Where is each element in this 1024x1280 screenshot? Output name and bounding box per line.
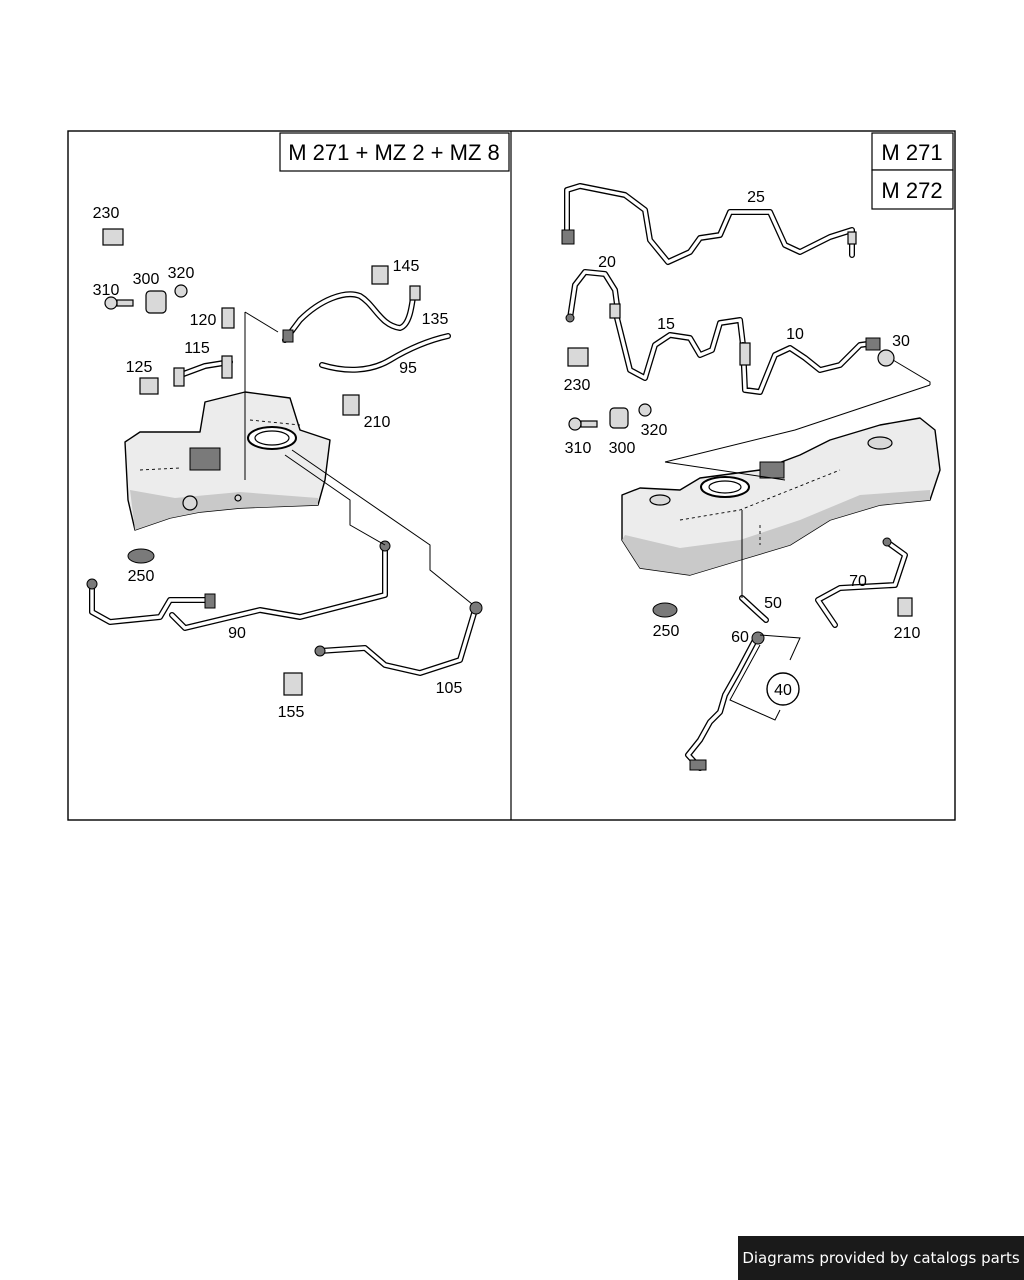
diagram-frame xyxy=(67,130,956,821)
left-small-parts xyxy=(86,228,483,696)
left-leader-lines xyxy=(244,311,473,605)
right-panel: M 271 M 272 xyxy=(561,132,954,771)
callout-210-right: 210 xyxy=(894,625,921,642)
right-callouts: 25 20 15 10 30 230 310 300 320 250 50 60… xyxy=(564,189,921,646)
left-callouts: 230 310 300 320 120 115 125 145 135 95 2… xyxy=(93,205,463,721)
callout-60: 60 xyxy=(731,629,749,646)
left-panel: M 271 + MZ 2 + MZ 8 xyxy=(86,132,510,721)
callout-70: 70 xyxy=(849,573,867,590)
callout-25: 25 xyxy=(747,189,765,206)
callout-50: 50 xyxy=(764,595,782,612)
callout-105: 105 xyxy=(436,680,463,697)
callout-320: 320 xyxy=(168,265,195,282)
callout-115: 115 xyxy=(184,340,210,357)
callout-210: 210 xyxy=(364,414,391,431)
callout-230: 230 xyxy=(93,205,120,222)
callout-250: 250 xyxy=(128,568,155,585)
right-variant-labels: M 271 M 272 xyxy=(871,132,954,210)
callout-120: 120 xyxy=(190,312,217,329)
right-variant-text-1: M 271 xyxy=(881,140,942,165)
right-fuel-tank xyxy=(621,417,941,576)
callout-135: 135 xyxy=(422,311,449,328)
callout-10: 10 xyxy=(786,326,804,343)
callout-310: 310 xyxy=(93,282,120,299)
callout-230-right: 230 xyxy=(564,377,591,394)
callout-40-badge: 40 xyxy=(766,672,800,706)
right-hoses xyxy=(564,183,908,771)
left-variant-text: M 271 + MZ 2 + MZ 8 xyxy=(288,140,500,165)
right-leader-lines xyxy=(664,359,931,721)
callout-125: 125 xyxy=(126,359,153,376)
callout-95: 95 xyxy=(399,360,417,377)
callout-40: 40 xyxy=(774,682,792,699)
callout-90: 90 xyxy=(228,625,246,642)
callout-320-right: 320 xyxy=(641,422,668,439)
credit-footer: Diagrams provided by catalogs parts xyxy=(738,1236,1024,1280)
callout-145: 145 xyxy=(393,258,420,275)
callout-155: 155 xyxy=(278,704,305,721)
right-variant-text-2: M 272 xyxy=(881,178,942,203)
left-fuel-tank xyxy=(124,391,331,531)
left-hoses xyxy=(89,287,478,676)
callout-310-right: 310 xyxy=(565,440,592,457)
callout-15: 15 xyxy=(657,316,675,333)
callout-250-right: 250 xyxy=(653,623,680,640)
callout-300-right: 300 xyxy=(609,440,636,457)
callout-30: 30 xyxy=(892,333,910,350)
callout-20: 20 xyxy=(598,254,616,271)
callout-300: 300 xyxy=(133,271,160,288)
right-small-parts xyxy=(561,229,913,771)
left-variant-label: M 271 + MZ 2 + MZ 8 xyxy=(279,132,510,172)
